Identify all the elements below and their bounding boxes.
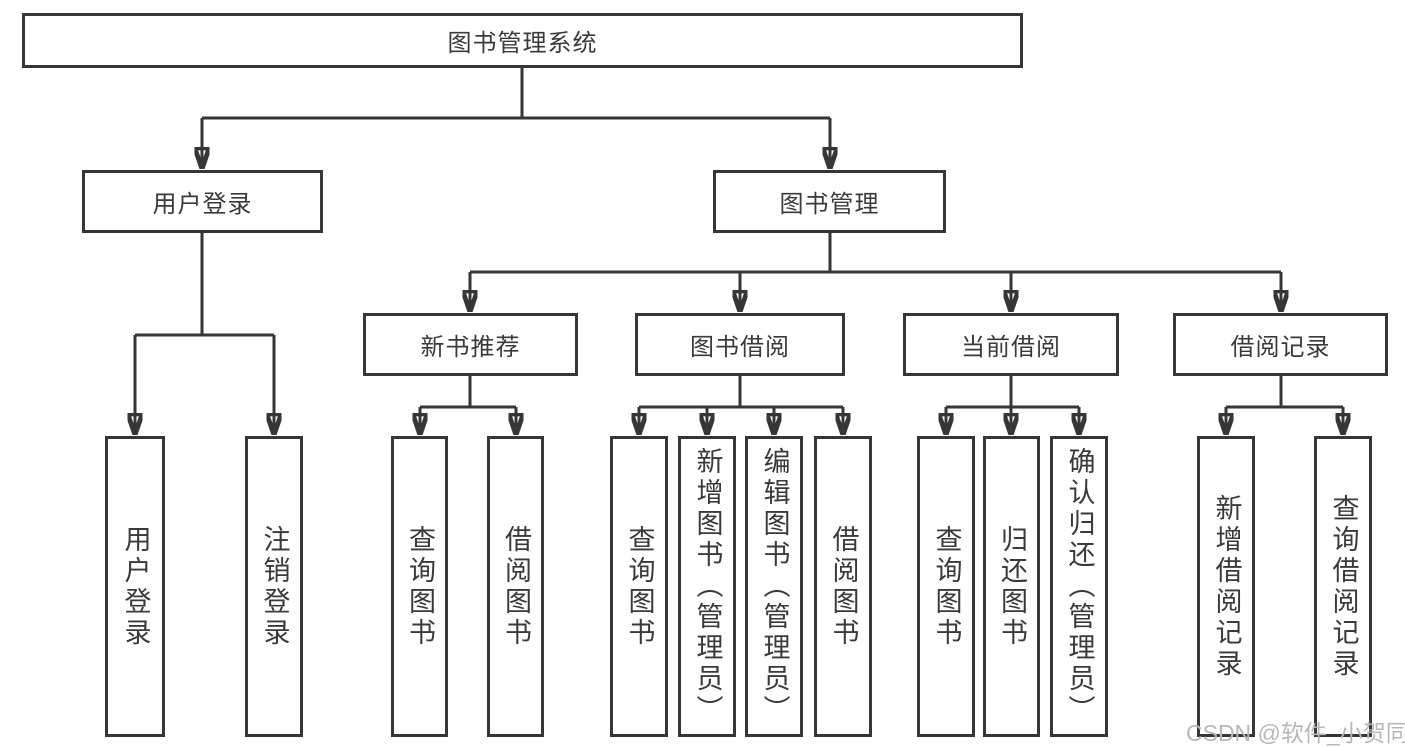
leaf-label: 查询图书 (405, 524, 435, 649)
node-label: 图书管理 (779, 191, 880, 218)
leaf-edit-books-admin: 编辑图书（管理员） (745, 436, 803, 737)
leaf-confirm-return-admin: 确认归还（管理员） (1050, 436, 1108, 737)
node-book-borrow: 图书借阅 (635, 313, 845, 376)
leaf-label: 新增借阅记录 (1211, 493, 1242, 680)
node-book-management-section: 图书管理 (713, 170, 946, 233)
connector-book-borrow-to-leaves (639, 376, 843, 432)
node-label: 图书借阅 (690, 334, 790, 361)
node-label: 用户登录 (152, 191, 253, 218)
node-root-library-system: 图书管理系统 (22, 13, 1023, 68)
leaf-borrow-books-recommend: 借阅图书 (487, 436, 544, 737)
csdn-watermark: CSDN @软件_小贺同学 (1186, 720, 1405, 746)
leaf-label: 新增图书（管理员） (692, 447, 723, 726)
leaf-query-books-current: 查询图书 (917, 436, 975, 737)
node-label: 新书推荐 (420, 334, 521, 361)
leaf-add-books-admin: 新增图书（管理员） (678, 436, 736, 737)
leaf-label: 用户登录 (120, 524, 151, 649)
leaf-query-borrow-record: 查询借阅记录 (1314, 436, 1372, 737)
connector-current-borrow-to-leaves (946, 376, 1079, 432)
leaf-return-books: 归还图书 (983, 436, 1040, 737)
connector-book-management-to-level3 (470, 233, 1281, 309)
leaf-query-books-borrow: 查询图书 (610, 436, 668, 737)
leaf-label: 借阅图书 (828, 524, 859, 649)
node-label: 当前借阅 (961, 334, 1061, 361)
node-label: 借阅记录 (1230, 334, 1331, 361)
node-label: 图书管理系统 (447, 30, 598, 57)
node-borrow-records: 借阅记录 (1173, 313, 1388, 376)
leaf-add-borrow-record: 新增借阅记录 (1197, 436, 1255, 737)
connector-new-book-to-leaves (420, 376, 516, 432)
leaf-label: 确认归还（管理员） (1064, 447, 1095, 726)
leaf-label: 借阅图书 (501, 524, 531, 649)
leaf-label: 注销登录 (259, 524, 290, 649)
leaf-logout: 注销登录 (245, 436, 303, 737)
node-new-book-recommend: 新书推荐 (363, 313, 578, 376)
leaf-user-login: 用户登录 (105, 436, 165, 737)
leaf-label: 编辑图书（管理员） (759, 447, 790, 726)
leaf-label: 查询图书 (624, 524, 655, 649)
leaf-label: 查询借阅记录 (1328, 493, 1359, 680)
node-user-login-section: 用户登录 (82, 170, 323, 233)
leaf-query-books-recommend: 查询图书 (391, 436, 448, 737)
connector-borrow-records-to-leaves (1226, 376, 1343, 432)
node-current-borrow: 当前借阅 (903, 313, 1119, 376)
connector-user-login-to-leaves (135, 233, 274, 432)
leaf-borrow-books-borrow: 借阅图书 (814, 436, 872, 737)
leaf-label: 查询图书 (931, 524, 962, 649)
connector-root-to-level2 (202, 68, 830, 166)
leaf-label: 归还图书 (997, 524, 1027, 649)
